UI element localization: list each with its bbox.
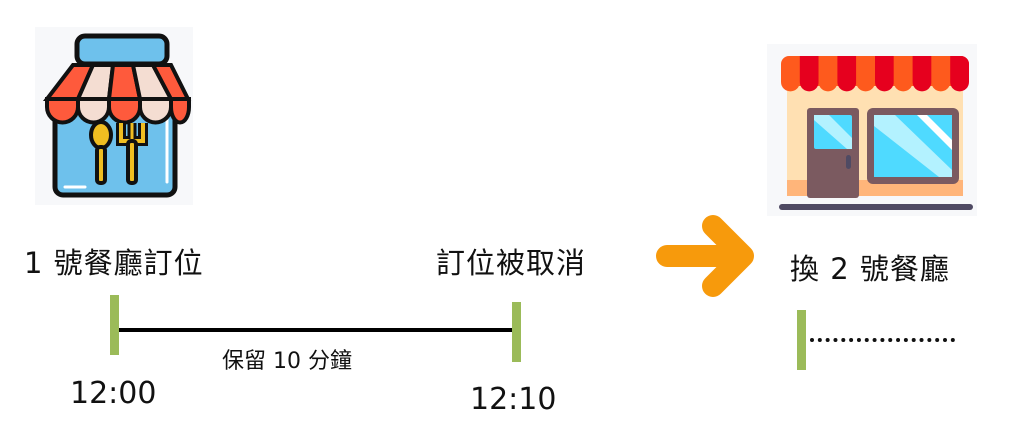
switch-restaurant-2-label: 換 2 號餐廳 bbox=[790, 252, 950, 286]
end-time: 12:10 bbox=[470, 382, 557, 417]
restaurant-1-booking-label: 1 號餐廳訂位 bbox=[24, 246, 204, 280]
restaurant-2-icon bbox=[767, 44, 977, 216]
end-tick bbox=[512, 302, 521, 362]
restaurant-1-icon bbox=[35, 27, 193, 205]
booking-cancelled-label: 訂位被取消 bbox=[436, 246, 587, 280]
start-time: 12:00 bbox=[70, 376, 157, 411]
start-tick bbox=[110, 295, 119, 355]
hold-duration-label: 保留 10 分鐘 bbox=[222, 349, 352, 374]
right-arrow-icon bbox=[655, 213, 755, 299]
reservation-timeline bbox=[119, 328, 512, 332]
restaurant-2-start-tick bbox=[797, 310, 806, 370]
restaurant-2-pending-timeline bbox=[810, 338, 955, 342]
